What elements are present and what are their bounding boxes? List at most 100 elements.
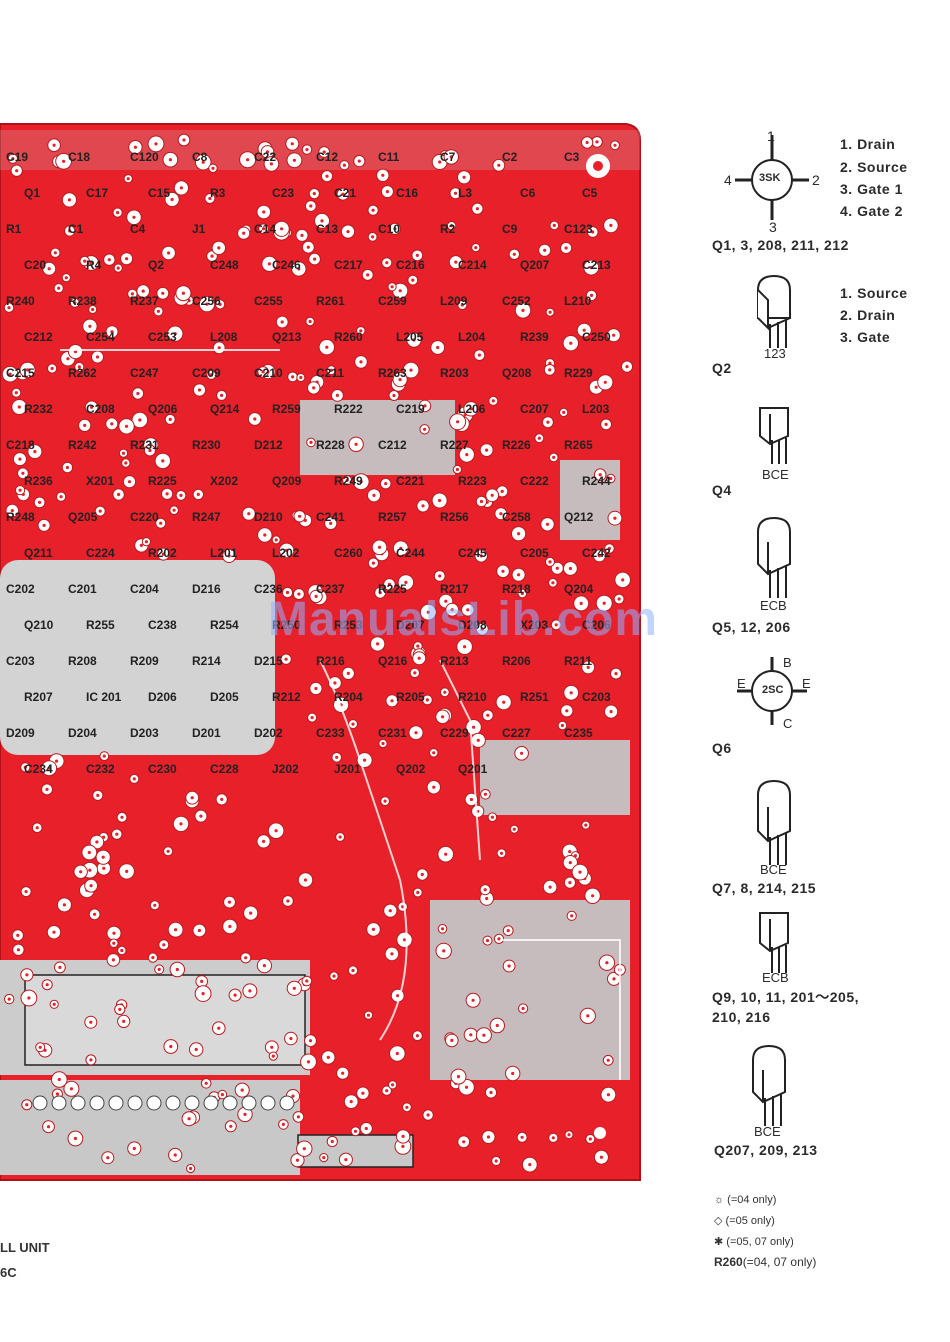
pad-hole: [351, 722, 355, 726]
component-label: R231: [130, 438, 159, 452]
component-label: Q214: [210, 402, 240, 416]
component-label: C14: [254, 222, 277, 236]
pad-hole: [546, 420, 550, 424]
pad-hole: [306, 1060, 311, 1064]
pad-hole: [565, 709, 569, 713]
pad-hole: [55, 759, 59, 763]
component-label: R262: [68, 366, 97, 380]
pad-hole: [568, 566, 573, 571]
pad-hole: [560, 723, 565, 728]
component-label: R259: [272, 402, 301, 416]
pad-hole: [485, 939, 490, 943]
pad-hole: [126, 177, 130, 181]
watermark: ManualsLib.com: [268, 593, 659, 646]
pad-hole: [52, 930, 56, 934]
pad-hole: [21, 471, 25, 475]
pad-hole: [490, 493, 494, 497]
pad-hole: [194, 1047, 198, 1052]
pad-hole: [409, 368, 413, 372]
component-label: C18: [68, 150, 91, 164]
pad-hole: [548, 560, 552, 564]
pad-hole: [405, 1105, 409, 1109]
pad-hole: [124, 461, 128, 465]
component-label: R217: [440, 582, 469, 596]
pad-hole: [179, 493, 183, 497]
pad-hole: [47, 267, 51, 271]
pad-hole: [456, 420, 460, 424]
pad-hole: [486, 713, 490, 717]
pad-hole: [604, 422, 608, 426]
pad-hole: [308, 319, 312, 324]
pad-hole: [606, 1058, 610, 1062]
pad-hole: [479, 554, 483, 558]
pad-hole: [617, 597, 621, 601]
component-label: Q205: [68, 510, 98, 524]
component-label: Q213: [272, 330, 302, 344]
pad-hole: [16, 948, 20, 952]
pad-hole: [96, 793, 100, 798]
pad-hole: [609, 223, 613, 227]
pad-hole: [606, 1093, 611, 1097]
pad-hole: [450, 608, 454, 612]
component-label: C258: [502, 510, 531, 524]
pad-hole: [248, 989, 252, 993]
pad-hole: [512, 827, 516, 831]
pad-hole: [50, 366, 54, 371]
unit-title: LL UNIT: [0, 1240, 50, 1255]
pad-hole: [18, 457, 22, 461]
component-label: C12: [316, 150, 339, 164]
pad-hole: [562, 410, 566, 414]
component-label: C255: [254, 294, 283, 308]
pad-hole: [166, 849, 170, 853]
pad-hole: [73, 301, 77, 305]
component-label: L209: [440, 294, 468, 308]
pad-hole: [249, 911, 253, 915]
pad-hole: [614, 672, 618, 676]
pad-hole: [208, 196, 212, 201]
pad-hole: [23, 765, 27, 769]
device-marking-3sk: 3SK: [759, 172, 781, 184]
pad-hole: [346, 230, 350, 234]
component-label: C20: [24, 258, 47, 272]
component-label: X201: [86, 474, 115, 488]
pad-hole: [53, 251, 57, 255]
pad-hole: [90, 405, 94, 409]
component-label: C232: [86, 762, 115, 776]
component-label: J202: [272, 762, 299, 776]
pad-hole: [247, 512, 251, 516]
component-label: R212: [272, 690, 301, 704]
pad-hole: [190, 796, 194, 800]
pad-hole: [521, 1006, 525, 1011]
pad-hole: [385, 1089, 389, 1093]
pad-hole: [476, 738, 480, 742]
component-label: C208: [86, 402, 115, 416]
pad-hole: [173, 332, 177, 336]
pad-hole: [333, 681, 337, 685]
pad-hole: [204, 1081, 208, 1085]
pad-hole: [438, 498, 442, 503]
pad-hole: [79, 870, 83, 874]
pad-hole: [187, 1117, 191, 1121]
device-caption-q2: Q2: [712, 360, 732, 376]
pad-hole: [87, 850, 91, 855]
pad-hole: [383, 799, 387, 803]
component-label: L206: [458, 402, 486, 416]
component-label: D216: [192, 582, 221, 596]
component-label: R248: [6, 510, 35, 524]
pad-hole: [341, 192, 345, 196]
pad-hole: [106, 1156, 110, 1160]
pad-hole: [200, 979, 204, 984]
component-label: Q202: [396, 762, 426, 776]
component-label: C21: [334, 186, 357, 200]
pad-hole: [309, 204, 313, 208]
pad-hole: [497, 937, 501, 941]
pad-hole: [189, 1166, 193, 1171]
component-label: C219: [396, 402, 425, 416]
pad-hole: [517, 573, 521, 577]
component-label: C201: [68, 582, 97, 596]
pad-hole: [491, 399, 495, 403]
pad-hole: [444, 599, 448, 603]
pad-hole: [314, 686, 318, 691]
component-label: Q1: [24, 186, 41, 200]
pad-hole: [77, 365, 81, 369]
